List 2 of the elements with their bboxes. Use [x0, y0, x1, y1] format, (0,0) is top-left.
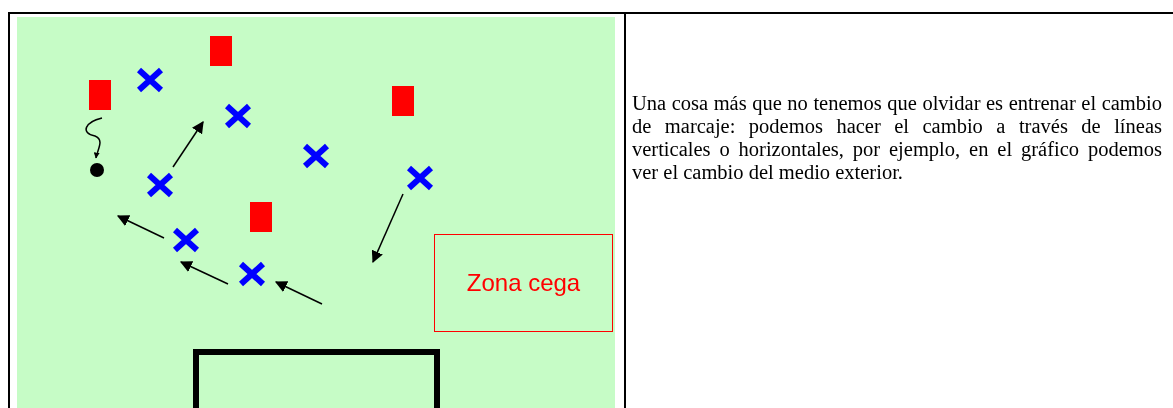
zone-box: Zona cega	[434, 234, 613, 332]
paragraph: Una cosa más que no tenemos que olvidar es entrenar el cambio de marcaje: podemos hacer el cambio a través de líneas verticales o horizontales, por ejemplo, en el gráfico podemos ver el cambio del medio exterior.	[632, 92, 1162, 184]
